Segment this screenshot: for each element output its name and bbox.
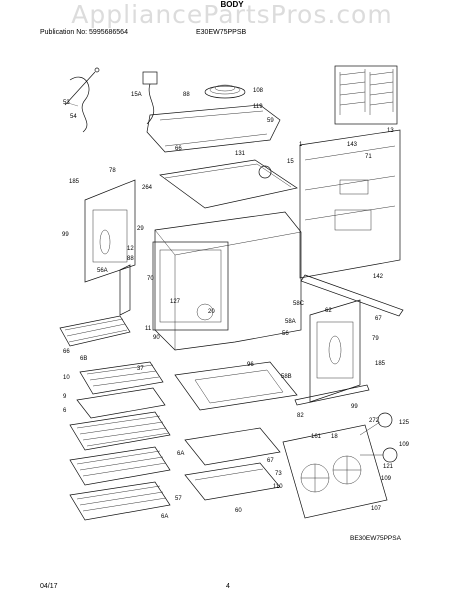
convection-fan-part [282,424,388,519]
page-title: BODY [220,0,244,9]
broil-pan-part [76,361,166,419]
watermark: AppliancePartsPros.com [71,0,393,29]
diagram-code: BE30EW75PPSA [350,535,401,542]
callout-label: 161 [311,434,322,440]
callout-label: 107 [371,506,382,512]
callout-labels: 53 54 15A 108 119 59 88 66 131 1 143 71 … [62,88,410,520]
callout-label: 66 [175,146,182,152]
footer-date: 04/17 [40,583,58,590]
side-trim-part [119,264,131,316]
callout-label: 67 [375,316,382,322]
callout-label: 272 [369,418,380,424]
exploded-parts-diagram: 53 54 15A 108 119 59 88 66 131 1 143 71 … [59,65,410,521]
bake-element-part [59,315,131,347]
callout-label: 79 [372,336,379,342]
callout-label: 73 [275,471,282,477]
callout-label: 121 [383,464,394,470]
callout-label: 11 [145,326,152,332]
callout-label: 57 [175,496,182,502]
oven-floor-part [174,361,298,411]
callout-label: 127 [170,299,181,305]
callout-label: 56A [97,268,108,274]
callout-label: 143 [347,142,358,148]
callout-label: 109 [381,476,392,482]
bottom-tray-part [184,427,281,501]
callout-label: 6A [177,451,184,457]
callout-label: 99 [62,232,69,238]
callout-label: 15A [131,92,142,98]
callout-label: 15 [287,159,294,165]
callout-label: 67 [267,458,274,464]
callout-label: 18 [331,434,338,440]
callout-label: 185 [69,179,80,185]
callout-label: 71 [365,154,372,160]
publication-number: Publication No: 5995686564 [40,29,128,36]
top-shield-part [146,104,281,153]
callout-label: 58A [285,319,296,325]
callout-label: 6A [161,514,168,520]
callout-label: 9 [63,394,67,400]
callout-label: 142 [373,274,384,280]
rack-guide-part [334,65,398,125]
model-number: E30EW75PPSB [196,29,247,36]
callout-label: 109 [399,442,410,448]
callout-label: 131 [235,151,246,157]
callout-label: 10 [63,375,70,381]
convection-element-part [204,84,246,99]
callout-label: 53 [63,100,70,106]
oven-body-part [152,211,302,351]
callout-label: 78 [109,168,116,174]
page-number: 4 [226,583,230,590]
callout-label: 110 [273,484,283,490]
callout-label: 56 [282,331,289,337]
front-trim-part [294,384,370,406]
oven-rack-part [69,411,171,521]
callout-label: 59 [267,118,274,124]
callout-label: 20 [208,309,215,315]
callout-label: 6 [63,408,67,414]
callout-label: 58B [281,374,292,380]
callout-label: 96 [247,362,254,368]
callout-label: 1 [299,142,303,148]
back-panel-part [299,129,401,279]
callout-label: 62 [325,308,332,314]
callout-label: 54 [70,114,77,120]
fan-blade-part [359,412,398,463]
callout-label: 88 [183,92,190,98]
callout-label: 185 [375,361,386,367]
callout-label: 29 [137,226,144,232]
bracket-part [300,274,404,317]
callout-label: 13 [387,128,394,134]
callout-label: 88 [127,256,134,262]
sensor-part [142,71,158,125]
callout-label: 99 [351,404,358,410]
callout-label: 58C [293,301,305,307]
wire-harness-part [64,67,100,133]
left-side-panel-part [84,179,136,283]
callout-label: 90 [153,335,160,341]
right-side-panel-part [309,299,361,403]
callout-label: 60 [235,508,242,514]
callout-label: 119 [253,104,263,110]
callout-label: 12 [127,246,134,252]
callout-label: 82 [297,413,304,419]
top-panel-part [159,159,298,209]
callout-label: 66 [63,349,70,355]
callout-label: 37 [137,366,144,372]
callout-label: 264 [142,185,153,191]
callout-label: 125 [399,420,410,426]
callout-label: 70 [147,276,154,282]
callout-label: 108 [253,88,264,94]
callout-label: 6B [80,356,87,362]
